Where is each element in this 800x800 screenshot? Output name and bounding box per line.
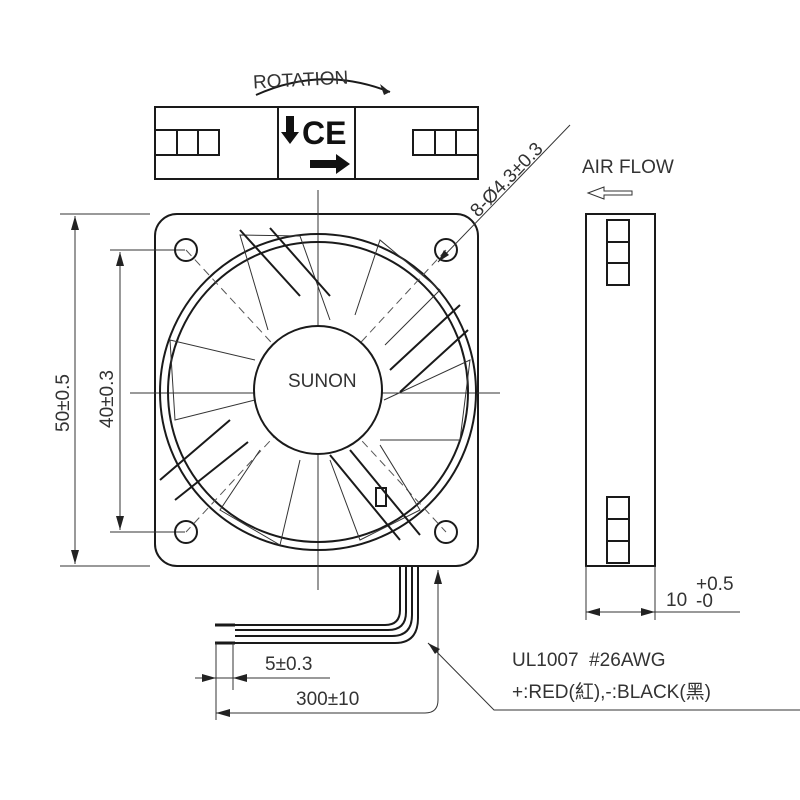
ce-label-box <box>277 106 356 180</box>
wire-spec-label: UL1007 #26AWG <box>512 650 666 671</box>
fan-blades <box>169 234 471 546</box>
strip-length-label: 5±0.3 <box>265 654 312 675</box>
lead-wires <box>215 566 419 645</box>
front-view: SUNON <box>60 190 500 590</box>
airflow-label: AIR FLOW <box>582 157 674 178</box>
hub <box>253 325 383 455</box>
lead-length-label: 300±10 <box>296 689 359 710</box>
top-view: ROTATION CE <box>154 68 479 180</box>
airflow-arrow-icon <box>586 186 633 200</box>
thickness-tol-plus: +0.5 <box>696 574 734 595</box>
ce-mark: CE <box>302 115 346 151</box>
thickness-label: 10 <box>666 590 687 611</box>
right-arrow-icon <box>310 154 350 174</box>
thickness-tol-minus: -0 <box>696 591 713 612</box>
rotation-label: ROTATION <box>253 68 349 94</box>
down-arrow-icon <box>281 116 299 144</box>
lead-dimensions: 5±0.3 300±10 <box>195 570 442 720</box>
outer-dim-label: 50±0.5 <box>53 374 74 432</box>
rotation-arrowhead <box>380 84 390 95</box>
side-view: AIR FLOW 10 +0.5 -0 <box>582 157 740 620</box>
rotation-arrow <box>255 78 391 96</box>
struts <box>159 227 469 541</box>
mounting-holes <box>174 238 458 544</box>
wire-spec-callout: UL1007 #26AWG +:RED(紅),-:BLACK(黑) <box>427 642 800 711</box>
brand-label: SUNON <box>288 371 357 392</box>
outer-dimension: 50±0.5 <box>53 216 79 564</box>
wire-colors-label: +:RED(紅),-:BLACK(黑) <box>512 681 711 703</box>
hole-pitch-label: 40±0.3 <box>97 370 118 428</box>
hole-pitch-dimension: 40±0.3 <box>97 252 124 530</box>
hole-spec-callout: 8-Ø4.3±0.3 <box>437 124 571 263</box>
